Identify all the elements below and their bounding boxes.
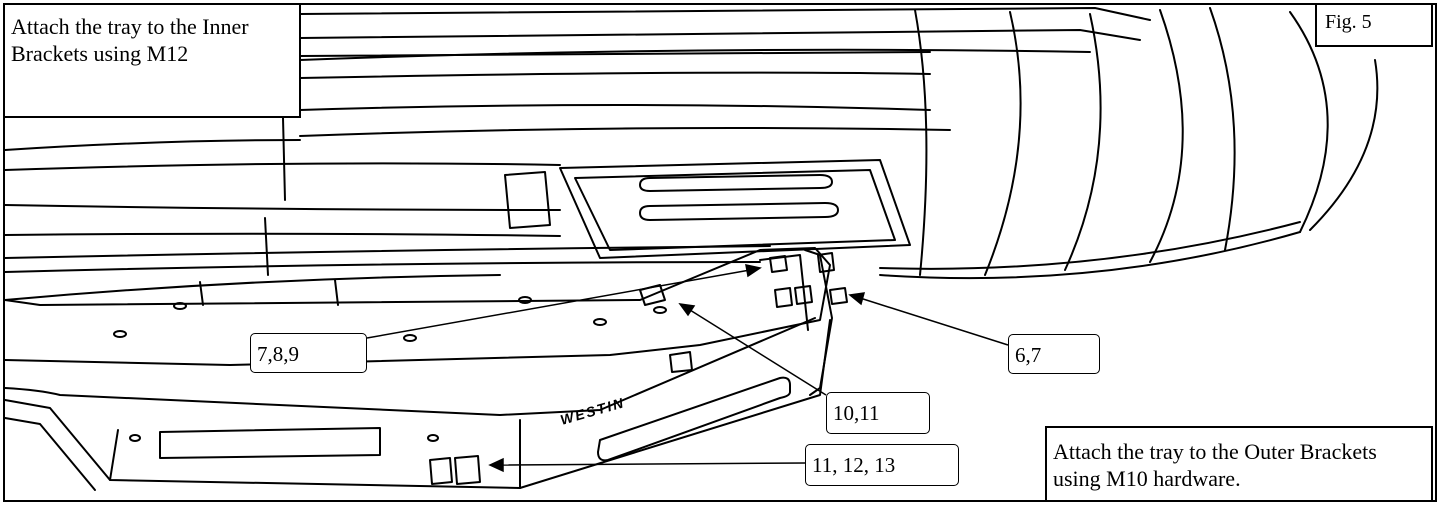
arrowhead <box>745 264 762 278</box>
tray-top-plate <box>4 247 831 366</box>
seam-line <box>282 117 286 201</box>
leader-line-6-7 <box>859 297 1009 346</box>
fender-outline <box>914 9 928 276</box>
fender-outline <box>879 221 1301 270</box>
hood-line <box>299 51 931 57</box>
outer-bracket <box>804 249 833 396</box>
seam-line <box>264 217 269 276</box>
plate-frame <box>574 169 896 251</box>
mount-hole <box>518 296 532 304</box>
callout-7-8-9: 7,8,9 <box>250 333 367 373</box>
seam-line <box>334 279 339 306</box>
grille-line <box>4 261 761 273</box>
leader-line-10-11 <box>689 309 827 396</box>
fender-outline <box>984 11 1022 276</box>
bolt <box>774 287 793 308</box>
mount-hole <box>593 318 607 326</box>
bolt <box>669 351 693 373</box>
tray-front-face <box>109 429 119 481</box>
plate-slot <box>639 202 839 221</box>
fender-outline <box>1309 59 1379 231</box>
leader-line-7-8-9 <box>366 269 751 339</box>
plate-slot <box>639 174 833 192</box>
tray-front-face <box>4 317 816 416</box>
grille-line <box>299 127 951 137</box>
bolt <box>429 457 453 485</box>
grille-line <box>4 162 561 171</box>
mount-hole <box>653 306 667 314</box>
fender-outline <box>1289 11 1329 233</box>
bolt <box>829 287 848 305</box>
figure-label: Fig. 5 <box>1315 3 1433 47</box>
callout-11-12-13: 11, 12, 13 <box>805 444 959 486</box>
callout-6-7: 6,7 <box>1008 334 1100 374</box>
mount-hole <box>113 330 127 338</box>
tray-front-face <box>4 417 96 491</box>
mount-hole <box>129 434 141 442</box>
figure-frame <box>3 3 1437 502</box>
bolt <box>817 252 835 273</box>
mount-hole <box>173 302 187 310</box>
tray-slot <box>159 427 381 459</box>
grille-line <box>4 245 771 259</box>
inner-brackets-note: Attach the tray to the Inner Brackets us… <box>3 3 301 118</box>
grille-line <box>4 232 561 237</box>
hood-line <box>299 48 1091 61</box>
callout-10-11: 10,11 <box>826 392 930 434</box>
fender-outline <box>1149 9 1184 263</box>
plate-frame <box>559 159 911 259</box>
arrowhead <box>848 292 866 306</box>
arrowhead <box>488 457 504 473</box>
hood-line <box>299 71 931 79</box>
mount-hole <box>427 434 439 442</box>
fender-outline <box>1064 13 1102 271</box>
outer-brackets-note: Attach the tray to the Outer Brackets us… <box>1045 426 1433 502</box>
grille-line <box>4 274 501 301</box>
mount-hole <box>403 334 417 342</box>
bolt <box>794 285 813 305</box>
tray-side-slot <box>597 376 791 462</box>
grille-line <box>4 204 561 211</box>
bolt <box>454 455 481 485</box>
seam-line <box>199 281 204 306</box>
hood-line <box>299 7 1151 21</box>
fender-outline <box>1209 7 1236 251</box>
grille-line <box>4 139 301 151</box>
grille-line <box>299 104 931 111</box>
arrowhead <box>678 303 696 317</box>
bolt <box>769 255 788 273</box>
bracket-detail <box>504 171 551 229</box>
hood-line <box>299 29 1141 41</box>
fender-outline <box>879 231 1301 280</box>
leader-line-11-12-13 <box>499 462 806 466</box>
